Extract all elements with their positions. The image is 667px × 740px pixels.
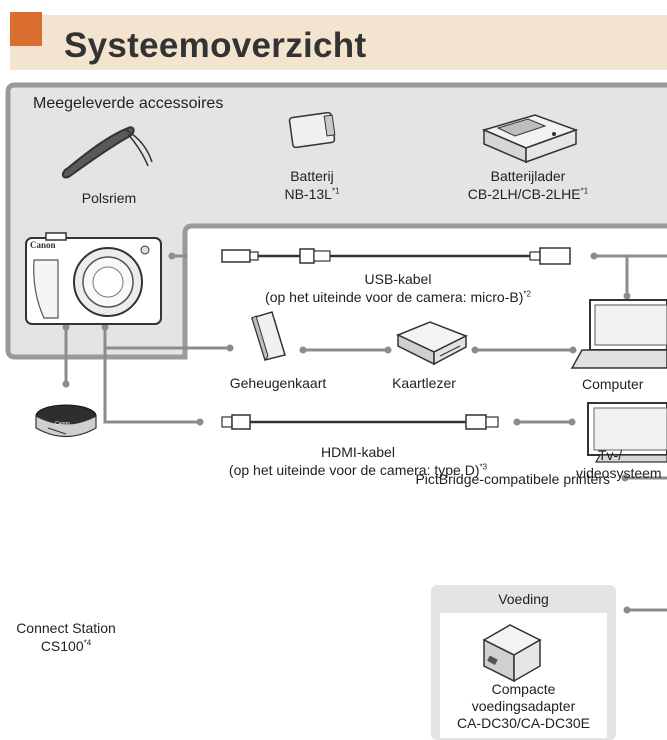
battery-label: Batterij NB-13L*1 [284,168,340,202]
power-adapter-icon [482,624,542,683]
section-title: Meegeleverde accessoires [33,95,224,112]
title-accent-square [10,12,42,46]
battery-charger-icon [481,114,579,164]
computer-label: Computer [582,376,644,392]
connect-station-icon [35,404,97,437]
accessories-panel [5,82,667,360]
printers-label: PictBridge-compatibele printers [415,471,610,487]
charger-label: Batterijlader CB-2LH/CB-2LHE*1 [467,168,589,202]
tv-icon [587,402,667,463]
wrist-strap-icon [62,126,153,179]
camera-icon [25,232,162,325]
card-reader-label: Kaartlezer [392,375,456,391]
usb-cable-label: USB-kabel (op het uiteinde voor de camer… [265,271,531,305]
usb-cable-icon [221,247,571,265]
page-title: Systeemoverzicht [64,26,367,65]
title-band [10,15,667,70]
memory-card-icon [251,311,286,362]
connect-station-label: Connect Station CS100*4 [16,620,116,654]
station-brand-logo: Canon [55,421,70,427]
computer-icon [570,299,667,369]
memory-card-label: Geheugenkaart [229,375,327,391]
camera-brand-logo: Canon [30,240,56,250]
tv-label: Tv-/ videosysteem [576,447,662,481]
strap-label: Polsriem [81,190,137,206]
battery-icon [288,111,336,149]
power-title: Voeding [498,591,549,607]
hdmi-cable-label: HDMI-kabel (op het uiteinde voor de came… [228,444,488,478]
hdmi-cable-icon [221,414,499,430]
card-reader-icon [396,321,468,366]
power-adapter-label: Compacte voedingsadapter CA-DC30/CA-DC30… [456,681,591,731]
